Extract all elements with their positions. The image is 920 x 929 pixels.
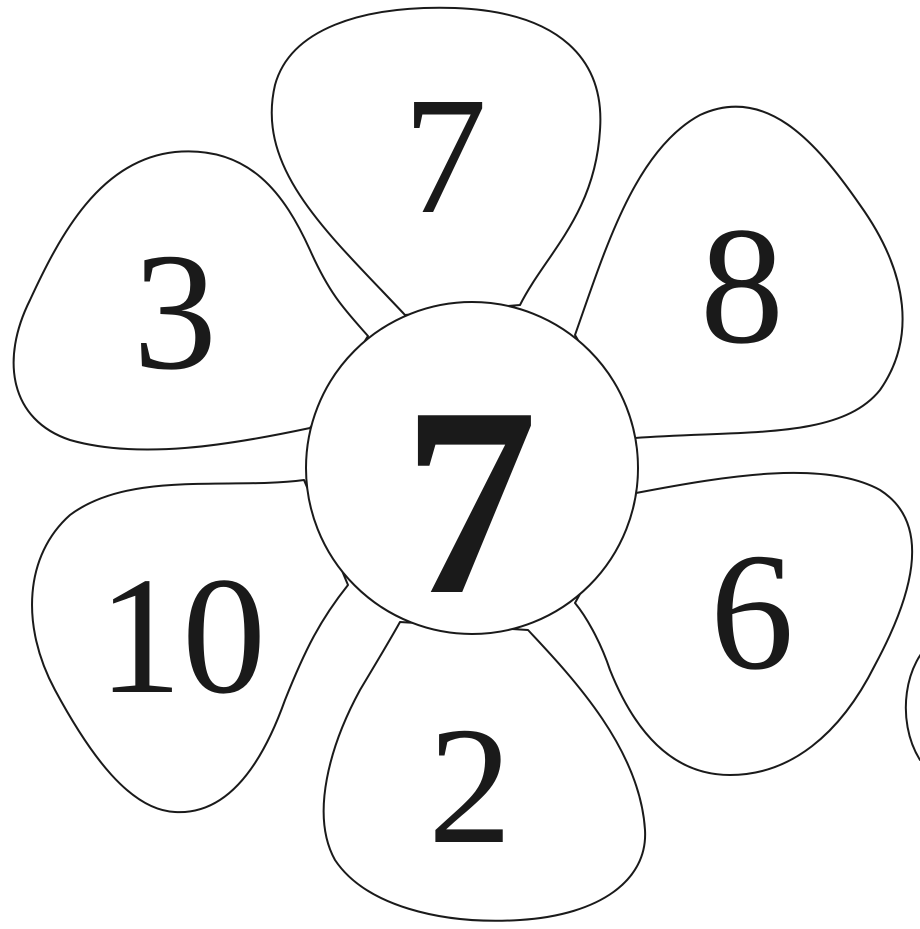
petal-top: 7 — [272, 8, 601, 315]
petal-lower-left-number: 10 — [98, 543, 266, 729]
petal-upper-right-number: 8 — [700, 193, 784, 379]
petal-bottom: 2 — [324, 622, 645, 921]
petal-lower-left: 10 — [32, 480, 348, 812]
petal-upper-left-number: 3 — [133, 219, 217, 405]
petal-upper-right: 8 — [575, 107, 903, 438]
petal-lower-right-number: 6 — [710, 519, 794, 705]
petal-top-number: 7 — [403, 63, 487, 249]
petal-bottom-number: 2 — [428, 693, 512, 879]
center-number: 7 — [403, 352, 538, 651]
neighbor-petal-fragment — [906, 640, 920, 760]
